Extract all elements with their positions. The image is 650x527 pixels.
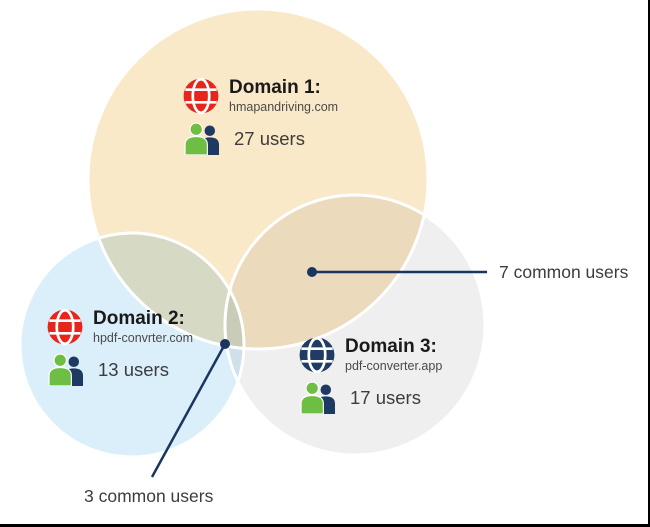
users-icon bbox=[184, 122, 220, 155]
common-users-3-line bbox=[150, 343, 227, 478]
circle-fills bbox=[20, 9, 485, 457]
domain1-titles: Domain 1: hmapandriving.com bbox=[229, 76, 339, 114]
domain2-header: Domain 2: hpdf-convrter.com bbox=[46, 308, 193, 346]
domain1-url: hmapandriving.com bbox=[229, 99, 339, 114]
common-users-7-dot bbox=[307, 267, 317, 277]
domain1-circle-outline bbox=[86, 7, 430, 351]
globe-icon bbox=[47, 308, 83, 346]
domain2-users-row: 13 users bbox=[47, 353, 193, 386]
domain3-circle bbox=[225, 195, 485, 455]
domain2-user-count: 13 users bbox=[98, 358, 169, 380]
common-users-3-label: 3 common users bbox=[84, 486, 214, 506]
domain1-users-row: 27 users bbox=[183, 122, 338, 155]
domain3-user-count: 17 users bbox=[350, 386, 421, 408]
domain2-title: Domain 2: bbox=[93, 307, 185, 329]
domain3-circle-outline bbox=[223, 193, 487, 457]
domain2-titles: Domain 2: hpdf-convrter.com bbox=[93, 307, 194, 345]
domain3-header: Domain 3: pdf-converter.app bbox=[298, 336, 442, 374]
domain3-block: Domain 3: pdf-converter.app 17 users bbox=[298, 336, 442, 414]
annotation-lines bbox=[150, 267, 487, 478]
common-users-7-label: 7 common users bbox=[499, 262, 629, 282]
globe-icon bbox=[183, 77, 219, 115]
users-icon bbox=[300, 381, 336, 414]
domain1-header: Domain 1: hmapandriving.com bbox=[182, 77, 338, 115]
domain2-block: Domain 2: hpdf-convrter.com 13 users bbox=[46, 308, 193, 386]
domain1-user-count: 27 users bbox=[234, 127, 305, 149]
common-users-3-dot bbox=[220, 339, 230, 349]
domain3-users-row: 17 users bbox=[299, 381, 442, 414]
domain3-titles: Domain 3: pdf-converter.app bbox=[345, 335, 443, 373]
globe-icon bbox=[299, 336, 335, 374]
domain2-circle-outline bbox=[18, 231, 246, 459]
domain3-title: Domain 3: bbox=[345, 335, 437, 357]
domain2-circle bbox=[20, 233, 244, 457]
domain1-block: Domain 1: hmapandriving.com 27 users bbox=[182, 77, 338, 155]
domain3-url: pdf-converter.app bbox=[345, 358, 443, 373]
domain2-url: hpdf-convrter.com bbox=[93, 330, 194, 345]
users-icon bbox=[48, 353, 84, 386]
domain1-title: Domain 1: bbox=[229, 76, 321, 98]
circle-outlines bbox=[18, 7, 487, 459]
